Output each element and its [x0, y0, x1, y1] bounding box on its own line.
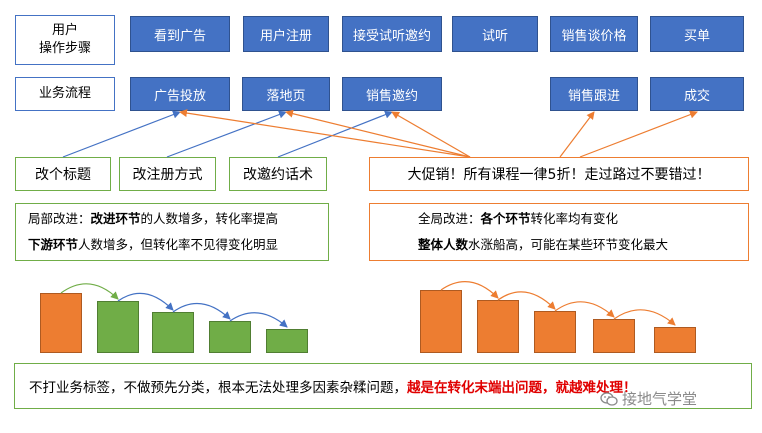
local-note-keyword1: 改进环节: [90, 211, 141, 226]
wechat-icon: [600, 391, 618, 406]
global-funnel-bar-3: [534, 311, 576, 353]
user-step-pay: 买单: [650, 16, 744, 52]
user-step-see-ad: 看到广告: [130, 16, 230, 52]
business-flow-label: 业务流程: [38, 86, 91, 101]
global-note-line1: 全局改进：各个环节转化率均有变化: [418, 206, 748, 232]
user-steps-label-line1: 用户: [51, 23, 78, 38]
arrow-promo-to-landing: [285, 109, 471, 158]
global-note-text1: 转化率均有变化: [530, 211, 619, 226]
local-funnel-bar-4: [209, 321, 251, 353]
global-improvement-note: 全局改进：各个环节转化率均有变化 整体人数水涨船高，可能在某些环节变化最大: [369, 203, 749, 261]
global-funnel-bar-5: [654, 327, 696, 353]
global-note-keyword2: 整体人数: [418, 237, 469, 252]
business-step-landing-page: 落地页: [242, 77, 330, 111]
business-step-sales-followup: 销售跟进: [550, 77, 638, 111]
arrow-promo-to-sales: [391, 111, 471, 158]
local-funnel-bar-5: [266, 329, 308, 353]
conclusion-box: 不打业务标签，不做预先分类，根本无法处理多因素杂糅问题，越是在转化末端出问题，就…: [14, 363, 752, 409]
global-note-prefix: 全局改进：: [418, 211, 481, 226]
local-note-text2: 人数增多，但转化率不见得变化明显: [78, 237, 279, 252]
local-funnel-bar-3: [152, 312, 194, 353]
local-note-text1: 的人数增多，转化率提高: [140, 211, 279, 226]
local-note-prefix: 局部改进：: [28, 211, 91, 226]
global-funnel-bar-1: [420, 290, 462, 353]
global-note-line2: 整体人数水涨船高，可能在某些环节变化最大: [418, 232, 748, 258]
user-step-price-talk: 销售谈价格: [550, 16, 638, 52]
change-registration-box: 改注册方式: [119, 157, 216, 191]
arrow-registration-to-landing: [166, 110, 287, 158]
user-steps-label-line2: 操作步骤: [38, 41, 91, 56]
global-note-text2: 水涨船高，可能在某些环节变化最大: [468, 237, 669, 252]
arrow-promo-to-deal: [579, 110, 698, 158]
global-note-keyword1: 各个环节: [480, 211, 531, 226]
local-improvement-note: 局部改进：改进环节的人数增多，转化率提高 下游环节人数增多，但转化率不见得变化明…: [15, 203, 329, 261]
user-steps-row-label: 用户 操作步骤: [15, 15, 115, 65]
business-step-sales-invite: 销售邀约: [342, 77, 442, 111]
change-invite-script-box: 改邀约话术: [229, 157, 327, 191]
watermark: 接地气学堂: [600, 388, 697, 409]
local-funnel-bar-1: [40, 293, 82, 353]
user-step-accept-invite: 接受试听邀约: [342, 16, 442, 52]
user-step-trial: 试听: [452, 16, 538, 52]
local-note-line1: 局部改进：改进环节的人数增多，转化率提高: [28, 206, 328, 232]
business-flow-row-label: 业务流程: [15, 77, 115, 111]
local-funnel-bar-2: [97, 301, 139, 353]
business-step-ad-placement: 广告投放: [130, 77, 230, 111]
arrow-title-to-ad: [62, 110, 181, 158]
conclusion-emphasis: 越是在转化末端出问题，就越难处理！: [407, 380, 637, 396]
user-step-register: 用户注册: [243, 16, 329, 52]
watermark-text: 接地气学堂: [622, 390, 698, 408]
arrow-promo-to-ad: [179, 109, 471, 158]
global-funnel-bar-4: [593, 319, 635, 353]
change-title-box: 改个标题: [15, 157, 111, 191]
arrow-invite-to-sales: [277, 110, 393, 158]
local-note-keyword2: 下游环节: [28, 237, 79, 252]
promotion-box: 大促销！所有课程一律5折！走过路过不要错过！: [369, 157, 749, 191]
local-note-line2: 下游环节人数增多，但转化率不见得变化明显: [28, 232, 328, 258]
business-step-deal: 成交: [650, 77, 744, 111]
conclusion-text: 不打业务标签，不做预先分类，根本无法处理多因素杂糅问题，: [29, 380, 407, 396]
global-funnel-bar-2: [477, 300, 519, 353]
arrow-promo-to-followup: [559, 111, 595, 158]
